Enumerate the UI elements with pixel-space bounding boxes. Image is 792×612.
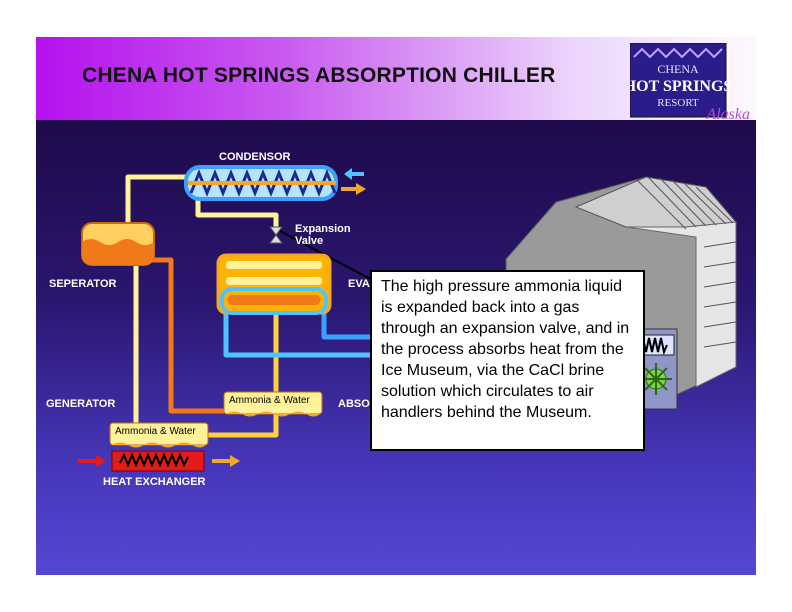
condensor-label: CONDENSOR: [219, 151, 291, 163]
weak-solution-pipe: [148, 257, 227, 414]
logo-line2: HOT SPRINGS: [630, 78, 732, 95]
generator-label: GENERATOR: [46, 398, 116, 410]
generator-ammonia-water-label: Ammonia & Water: [115, 426, 196, 437]
logo-line1: CHENA: [657, 62, 699, 76]
condensor-coil: [184, 165, 366, 201]
logo-line3: RESORT: [657, 97, 699, 109]
absorber-box: [223, 391, 323, 417]
heat-exchanger-label: HEAT EXCHANGER: [103, 476, 206, 488]
chena-hot-springs-logo: CHENA HOT SPRINGS RESORT Alaska: [630, 43, 750, 123]
condensate-pipe: [195, 184, 279, 230]
seperator-label: SEPERATOR: [49, 278, 117, 290]
evaporator-tank: [216, 253, 332, 315]
generator-box: [109, 422, 209, 448]
evaporator-label: EVA: [348, 278, 370, 290]
vapor-pipe: [125, 174, 191, 230]
return-pipe: [203, 404, 279, 438]
absorber-ammonia-water-label: Ammonia & Water: [229, 395, 310, 406]
slide: CHENA HOT SPRINGS ABSORPTION CHILLER: [36, 37, 756, 575]
expansion-valve-label: Expansion Valve: [295, 223, 351, 247]
heat-exchanger: [78, 450, 240, 472]
absorber-label: ABSO: [338, 398, 370, 410]
page-title: CHENA HOT SPRINGS ABSORPTION CHILLER: [82, 64, 556, 87]
separator-tank: [81, 222, 155, 266]
logo-script: Alaska: [705, 106, 750, 123]
explanation-callout: The high pressure ammonia liquid is expa…: [370, 270, 645, 451]
